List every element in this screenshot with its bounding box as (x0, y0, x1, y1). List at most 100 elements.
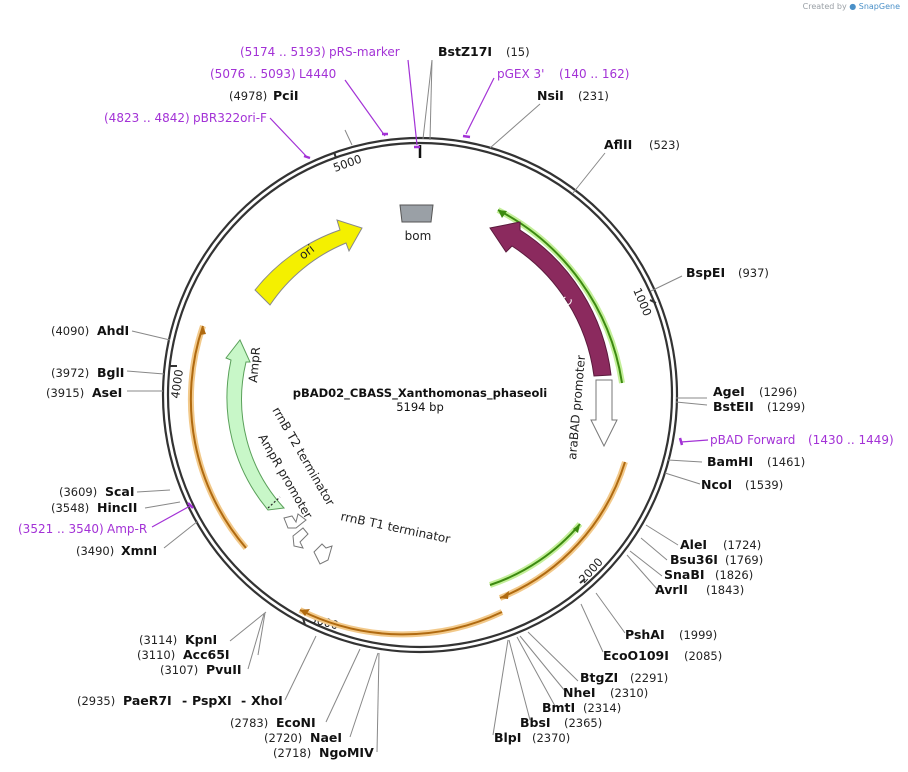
site-btgzi[interactable]: BtgZI (580, 670, 618, 685)
site-agei[interactable]: AgeI (713, 384, 745, 399)
primer-l4440: L4440 (299, 67, 336, 81)
site-acc65i[interactable]: Acc65I (183, 647, 230, 662)
svg-text:(1299): (1299) (767, 400, 805, 414)
svg-text:(3972): (3972) (51, 366, 89, 380)
primer-l4440-range: (5076 .. 5093) (210, 67, 296, 81)
svg-text:(3490): (3490) (76, 544, 114, 558)
ampr-promoter-feature[interactable] (283, 513, 307, 529)
site-econi[interactable]: EcoNI (276, 715, 316, 730)
rrnb-t1-feature[interactable] (313, 543, 333, 565)
svg-text:(2720): (2720) (264, 731, 302, 745)
svg-text:-: - (182, 693, 187, 708)
svg-text:(1724): (1724) (723, 538, 761, 552)
primer-pbr322ori: pBR322ori-F (193, 111, 267, 125)
svg-text:(2365): (2365) (564, 716, 602, 730)
rrnb-t2-feature[interactable] (292, 527, 309, 549)
svg-text:(3110): (3110) (137, 648, 175, 662)
svg-text:(3107): (3107) (160, 663, 198, 677)
primer-labels: (5174 .. 5193) pRS-marker (5076 .. 5093)… (18, 45, 894, 536)
site-alei[interactable]: AleI (680, 537, 707, 552)
site-aflii[interactable]: AflII (604, 137, 632, 152)
site-xhoi[interactable]: XhoI (251, 693, 283, 708)
svg-text:(1843): (1843) (706, 583, 744, 597)
site-scai-label[interactable]: ScaI (105, 484, 135, 499)
primer-leaders (151, 59, 709, 528)
svg-text:(4090): (4090) (51, 324, 89, 338)
site-pspxi[interactable]: PspXI (192, 693, 232, 708)
site-asei[interactable]: AseI (92, 385, 122, 400)
bom-feature[interactable] (399, 204, 434, 223)
site-bstz17i[interactable]: BstZ17I (438, 44, 492, 59)
arac-feature[interactable] (489, 221, 612, 377)
site-avrii[interactable]: AvrII (655, 582, 688, 597)
orf-arcs (187, 325, 628, 638)
site-snabi[interactable]: SnaBI (664, 567, 705, 582)
credit-prefix: Created by (802, 2, 847, 11)
site-pvuii[interactable]: PvuII (206, 662, 242, 677)
svg-text:(2783): (2783) (230, 716, 268, 730)
primer-pbr322ori-range: (4823 .. 4842) (104, 111, 190, 125)
primer-prs-marker-range: (5174 .. 5193) (240, 45, 326, 59)
backbone-inner (166, 141, 674, 649)
primer-pbad-forward-range: (1430 .. 1449) (808, 433, 894, 447)
site-blpi[interactable]: BlpI (494, 730, 521, 745)
site-hincii[interactable]: HincII (97, 500, 137, 515)
svg-text:(3915): (3915) (46, 386, 84, 400)
snapgene-logo-icon: ● (849, 2, 857, 11)
site-naei[interactable]: NaeI (310, 730, 342, 745)
arabad-promoter-label: araBAD promoter (565, 355, 588, 461)
arac-label: araC (551, 295, 575, 326)
site-pcii[interactable]: PciI (273, 88, 299, 103)
primer-ampr-range: (3521 .. 3540) (18, 522, 104, 536)
site-bsu36i[interactable]: Bsu36I (670, 552, 718, 567)
snapgene-credit: Created by ● SnapGene (803, 2, 900, 11)
svg-text:(15): (15) (506, 45, 530, 59)
site-ecoo109i[interactable]: EcoO109I (603, 648, 669, 663)
site-bspei[interactable]: BspEI (686, 265, 725, 280)
svg-text:(1296): (1296) (759, 385, 797, 399)
plasmid-name: pBAD02_CBASS_Xanthomonas_phaseoli (293, 386, 548, 401)
svg-text:(1826): (1826) (715, 568, 753, 582)
svg-text:(2718): (2718) (273, 746, 311, 760)
svg-text:(1769): (1769) (725, 553, 763, 567)
site-pshai[interactable]: PshAI (625, 627, 665, 642)
arabad-promoter-feature[interactable] (590, 379, 618, 448)
svg-text:(2314): (2314) (583, 701, 621, 715)
site-labels: BstZ17I (15) NsiI (231) AflII (523) BspE… (46, 44, 805, 760)
bom-label: bom (405, 229, 432, 243)
site-bbsi[interactable]: BbsI (520, 715, 551, 730)
site-paer7i[interactable]: PaeR7I (123, 693, 172, 708)
site-bsteii[interactable]: BstEII (713, 399, 754, 414)
site-nsii[interactable]: NsiI (537, 88, 564, 103)
svg-text:(937): (937) (738, 266, 769, 280)
svg-text:(2370): (2370) (532, 731, 570, 745)
svg-text:(4978): (4978) (229, 89, 267, 103)
primer-pgex3: pGEX 3' (497, 67, 544, 81)
svg-text:(2310): (2310) (610, 686, 648, 700)
primer-prs-marker: pRS-marker (329, 45, 400, 59)
primer-pgex3-range: (140 .. 162) (559, 67, 629, 81)
site-xmni[interactable]: XmnI (121, 543, 157, 558)
ori-feature[interactable] (254, 219, 363, 306)
ampr-promoter-label: AmpR promoter (255, 432, 315, 522)
svg-text:(1539): (1539) (745, 478, 783, 492)
svg-text:(3609): (3609) (59, 485, 97, 499)
ampr-feature[interactable] (225, 339, 286, 511)
site-ncoi[interactable]: NcoI (701, 477, 732, 492)
site-kpni[interactable]: KpnI (185, 632, 217, 647)
site-nhei[interactable]: NheI (563, 685, 596, 700)
credit-brand: SnapGene (858, 2, 900, 11)
backbone-outer (161, 136, 679, 654)
site-bmti[interactable]: BmtI (542, 700, 575, 715)
site-ahdi[interactable]: AhdI (97, 323, 129, 338)
svg-text:(2085): (2085) (684, 649, 722, 663)
site-bamhi[interactable]: BamHI (707, 454, 753, 469)
svg-text:-: - (241, 693, 246, 708)
svg-text:(523): (523) (649, 138, 680, 152)
site-ngomiv[interactable]: NgoMIV (319, 745, 374, 760)
svg-text:(1999): (1999) (679, 628, 717, 642)
site-bgli[interactable]: BglI (97, 365, 124, 380)
plasmid-size: 5194 bp (396, 400, 444, 414)
svg-text:(2291): (2291) (630, 671, 668, 685)
